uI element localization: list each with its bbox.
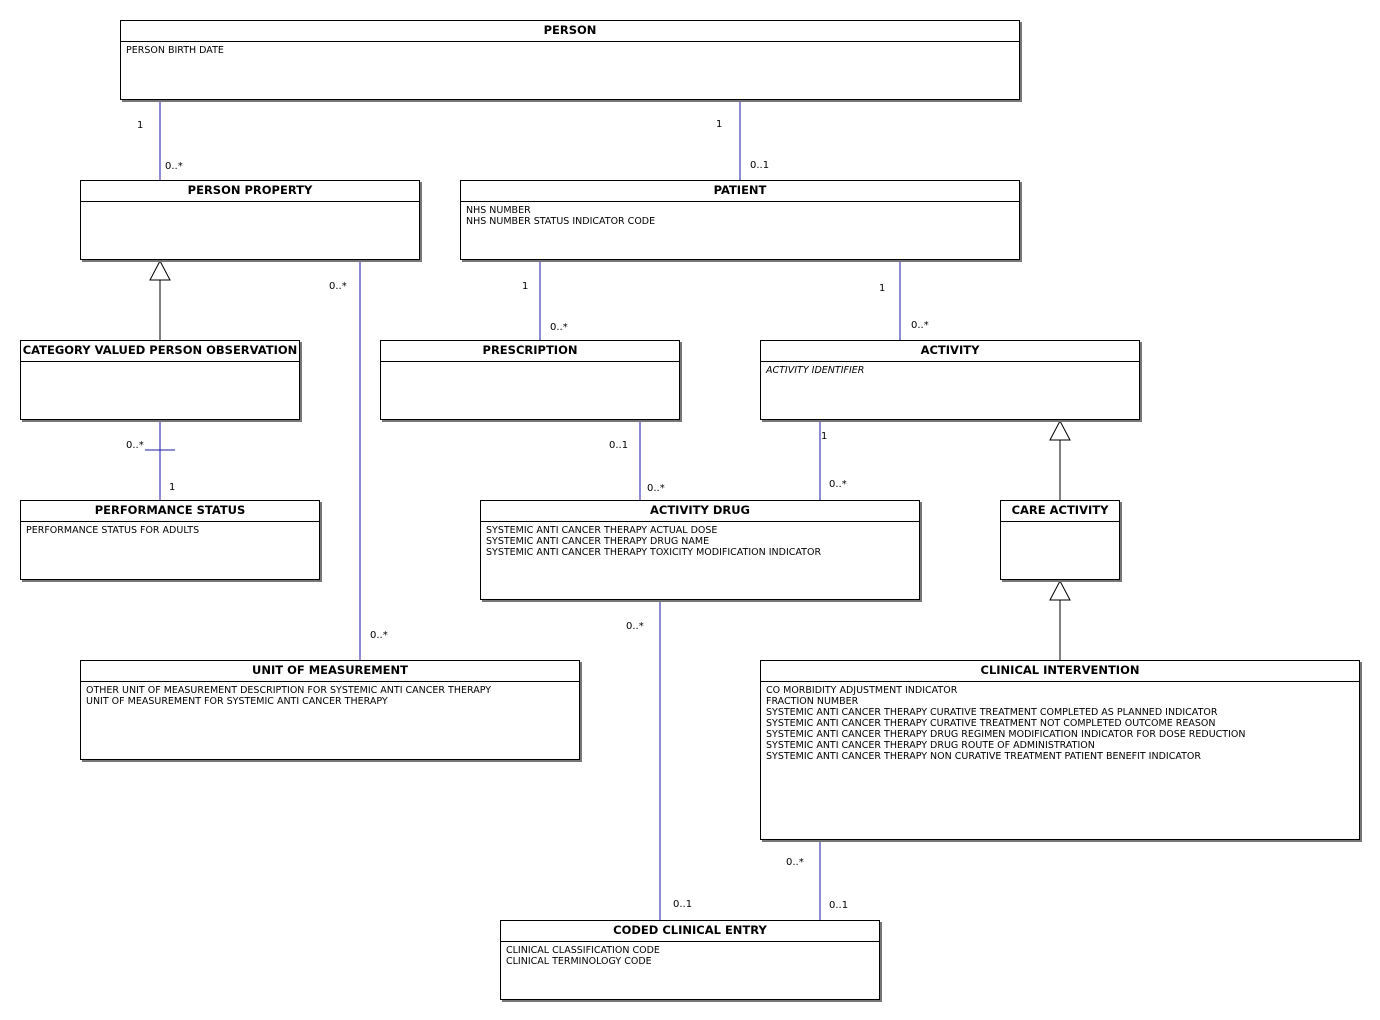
multiplicity-label: 0..1 xyxy=(609,440,629,451)
attribute: PERSON BIRTH DATE xyxy=(126,45,224,56)
attribute: SYSTEMIC ANTI CANCER THERAPY TOXICITY MO… xyxy=(486,547,822,558)
attribute: PERFORMANCE STATUS FOR ADULTS xyxy=(26,525,200,536)
attribute-list: PERFORMANCE STATUS FOR ADULTS xyxy=(21,522,319,536)
multiplicity-label: 1 xyxy=(137,120,144,131)
multiplicity-label: 0..* xyxy=(126,440,144,451)
multiplicity-label: 0..1 xyxy=(673,899,693,910)
entity-name: PRESCRIPTION xyxy=(381,341,679,362)
entity-name: ACTIVITY DRUG xyxy=(481,501,919,522)
entity-care-activity[interactable]: CARE ACTIVITY xyxy=(1000,500,1120,580)
generalization-arrow xyxy=(149,259,171,281)
attribute: NHS NUMBER xyxy=(466,205,531,216)
attribute: SYSTEMIC ANTI CANCER THERAPY NON CURATIV… xyxy=(766,751,1201,762)
attribute: SYSTEMIC ANTI CANCER THERAPY DRUG NAME xyxy=(486,536,710,547)
multiplicity-label: 0..* xyxy=(165,161,183,172)
attribute: CO MORBIDITY ADJUSTMENT INDICATOR xyxy=(766,685,958,696)
multiplicity-label: 0..* xyxy=(626,621,644,632)
attribute: ACTIVITY IDENTIFIER xyxy=(766,365,865,376)
multiplicity-label: 0..* xyxy=(550,322,568,333)
multiplicity-label: 0..* xyxy=(370,630,388,641)
entity-name: PATIENT xyxy=(461,181,1019,202)
attribute: UNIT OF MEASUREMENT FOR SYSTEMIC ANTI CA… xyxy=(86,696,388,707)
multiplicity-label: 0..1 xyxy=(829,900,849,911)
attribute-list: OTHER UNIT OF MEASUREMENT DESCRIPTION FO… xyxy=(81,682,579,707)
multiplicity-label: 0..* xyxy=(829,479,847,490)
multiplicity-label: 1 xyxy=(821,431,828,442)
entity-activity[interactable]: ACTIVITY ACTIVITY IDENTIFIER xyxy=(760,340,1140,420)
attribute: NHS NUMBER STATUS INDICATOR CODE xyxy=(466,216,656,227)
entity-name: CATEGORY VALUED PERSON OBSERVATION xyxy=(21,341,299,362)
attribute: SYSTEMIC ANTI CANCER THERAPY DRUG ROUTE … xyxy=(766,740,1095,751)
multiplicity-label: 0..1 xyxy=(750,160,770,171)
entity-name: PERSON PROPERTY xyxy=(81,181,419,202)
entity-performance-status[interactable]: PERFORMANCE STATUS PERFORMANCE STATUS FOR… xyxy=(20,500,320,580)
attribute-list: PERSON BIRTH DATE xyxy=(121,42,1019,56)
attribute-list xyxy=(21,362,299,365)
multiplicity-label: 1 xyxy=(169,482,176,493)
attribute: CLINICAL CLASSIFICATION CODE xyxy=(506,945,660,956)
entity-person[interactable]: PERSON PERSON BIRTH DATE xyxy=(120,20,1020,100)
attribute: SYSTEMIC ANTI CANCER THERAPY CURATIVE TR… xyxy=(766,718,1216,729)
multiplicity-label: 1 xyxy=(879,283,886,294)
attribute-list xyxy=(81,202,419,205)
entity-name: PERFORMANCE STATUS xyxy=(21,501,319,522)
attribute-list: SYSTEMIC ANTI CANCER THERAPY ACTUAL DOSE… xyxy=(481,522,919,558)
multiplicity-label: 0..* xyxy=(786,857,804,868)
entity-name: CARE ACTIVITY xyxy=(1001,501,1119,522)
attribute: CLINICAL TERMINOLOGY CODE xyxy=(506,956,652,967)
attribute: OTHER UNIT OF MEASUREMENT DESCRIPTION FO… xyxy=(86,685,492,696)
multiplicity-label: 0..* xyxy=(329,281,347,292)
entity-name: PERSON xyxy=(121,21,1019,42)
generalization-arrow xyxy=(1049,579,1071,601)
attribute: SYSTEMIC ANTI CANCER THERAPY CURATIVE TR… xyxy=(766,707,1218,718)
attribute: SYSTEMIC ANTI CANCER THERAPY DRUG REGIME… xyxy=(766,729,1246,740)
attribute-list xyxy=(381,362,679,365)
multiplicity-label: 0..* xyxy=(647,483,665,494)
multiplicity-label: 1 xyxy=(522,281,529,292)
multiplicity-label: 1 xyxy=(716,119,723,130)
multiplicity-label: 0..* xyxy=(911,320,929,331)
entity-name: UNIT OF MEASUREMENT xyxy=(81,661,579,682)
entity-person-property[interactable]: PERSON PROPERTY xyxy=(80,180,420,260)
entity-name: ACTIVITY xyxy=(761,341,1139,362)
generalization-arrow xyxy=(1049,419,1071,441)
entity-name: CODED CLINICAL ENTRY xyxy=(501,921,879,942)
entity-category-valued-person-observation[interactable]: CATEGORY VALUED PERSON OBSERVATION xyxy=(20,340,300,420)
attribute: SYSTEMIC ANTI CANCER THERAPY ACTUAL DOSE xyxy=(486,525,718,536)
attribute-list xyxy=(1001,522,1119,525)
attribute-list: ACTIVITY IDENTIFIER xyxy=(761,362,1139,376)
entity-name: CLINICAL INTERVENTION xyxy=(761,661,1359,682)
attribute: FRACTION NUMBER xyxy=(766,696,859,707)
entity-prescription[interactable]: PRESCRIPTION xyxy=(380,340,680,420)
entity-unit-of-measurement[interactable]: UNIT OF MEASUREMENT OTHER UNIT OF MEASURE… xyxy=(80,660,580,760)
